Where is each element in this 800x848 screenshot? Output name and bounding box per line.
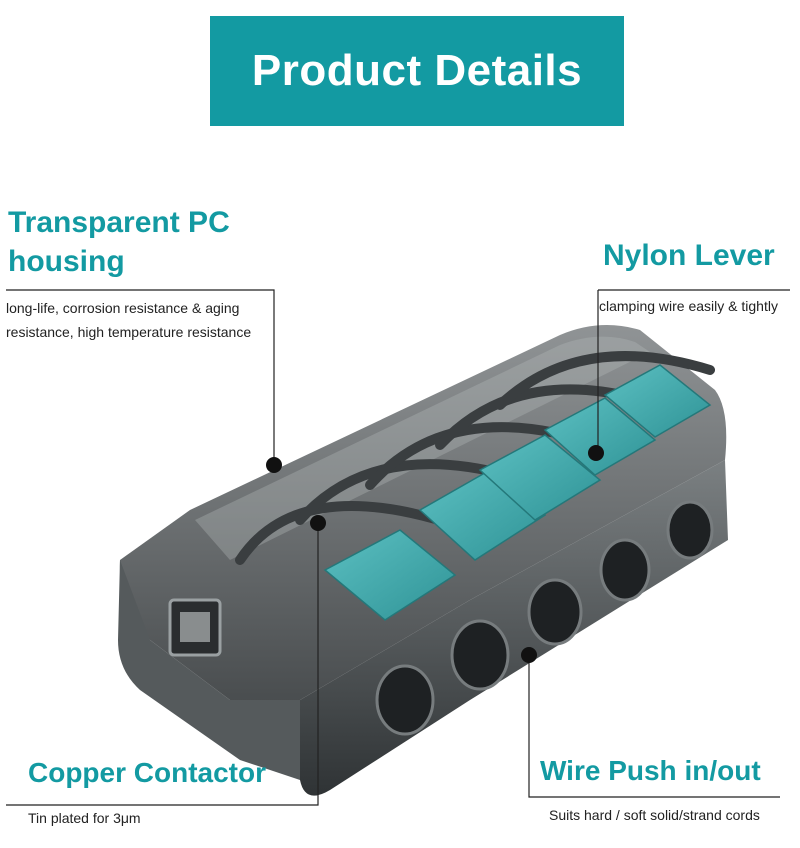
lever-title: Nylon Lever xyxy=(603,239,775,272)
contactor-desc: Tin plated for 3μm xyxy=(28,810,141,826)
nylon-levers xyxy=(323,364,712,621)
housing-desc-line2: resistance, high temperature resistance xyxy=(6,324,252,340)
wire-entries xyxy=(375,500,714,736)
housing-side xyxy=(118,560,300,780)
banner-title: Product Details xyxy=(251,46,583,95)
wire-desc: Suits hard / soft solid/strand cords xyxy=(549,807,760,823)
title-banner: Product Details xyxy=(210,16,624,126)
housing-title-line2: housing xyxy=(8,245,125,278)
wire-title: Wire Push in/out xyxy=(540,755,761,786)
lever-desc: clamping wire easily & tightly xyxy=(599,298,778,314)
housing-title-line1: Transparent PC xyxy=(8,206,230,239)
housing-desc-line1: long-life, corrosion resistance & aging xyxy=(6,300,240,316)
contactor-title: Copper Contactor xyxy=(28,757,266,788)
